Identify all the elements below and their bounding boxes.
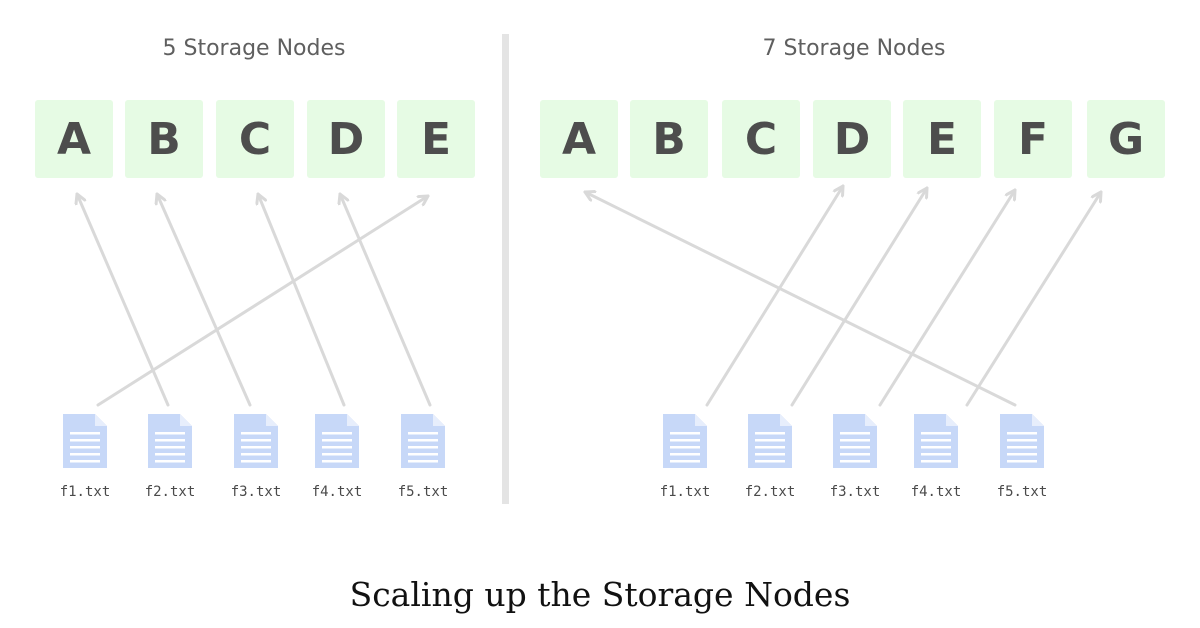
- left-panel-title: 5 Storage Nodes: [162, 36, 346, 61]
- left-arrow-f2-to-a: [77, 192, 170, 407]
- left-file-2: f2.txt: [140, 414, 200, 500]
- right-arrow-f1-to-d: [705, 184, 845, 407]
- document-icon: [148, 414, 192, 468]
- document-icon: [315, 414, 359, 468]
- document-icon: [663, 414, 707, 468]
- right-node-e: E: [903, 100, 981, 178]
- right-arrow-f2-to-e: [790, 186, 929, 407]
- file-label: f5.txt: [996, 484, 1048, 500]
- right-node-g: G: [1087, 100, 1165, 178]
- left-panel-arrows: [77, 192, 432, 407]
- right-file-1: f1.txt: [655, 414, 715, 500]
- file-label: f3.txt: [829, 484, 881, 500]
- right-node-b: B: [630, 100, 708, 178]
- left-file-5: f5.txt: [393, 414, 453, 500]
- right-file-4: f4.txt: [906, 414, 966, 500]
- document-icon: [234, 414, 278, 468]
- document-icon: [1000, 414, 1044, 468]
- right-file-3: f3.txt: [825, 414, 885, 500]
- file-label: f5.txt: [397, 484, 449, 500]
- left-file-3: f3.txt: [226, 414, 286, 500]
- document-icon: [833, 414, 877, 468]
- right-file-2: f2.txt: [740, 414, 800, 500]
- left-arrow-f1-to-e: [96, 194, 430, 407]
- file-label: f3.txt: [230, 484, 282, 500]
- file-label: f4.txt: [311, 484, 363, 500]
- right-panel-arrows: [583, 184, 1103, 407]
- right-arrow-f5-to-a: [583, 192, 1017, 407]
- left-node-a: A: [35, 100, 113, 178]
- right-panel-title: 7 Storage Nodes: [762, 36, 946, 61]
- left-arrow-f3-to-b: [157, 192, 252, 407]
- panel-divider: [502, 34, 509, 504]
- document-icon: [63, 414, 107, 468]
- right-node-d: D: [813, 100, 891, 178]
- diagram-caption: Scaling up the Storage Nodes: [349, 575, 851, 614]
- file-label: f4.txt: [910, 484, 962, 500]
- right-node-f: F: [994, 100, 1072, 178]
- file-label: f2.txt: [744, 484, 796, 500]
- file-label: f1.txt: [659, 484, 711, 500]
- document-icon: [401, 414, 445, 468]
- left-arrow-f4-to-c: [258, 192, 346, 407]
- right-node-c: C: [722, 100, 800, 178]
- left-node-e: E: [397, 100, 475, 178]
- left-file-1: f1.txt: [55, 414, 115, 500]
- right-arrow-f4-to-g: [965, 190, 1103, 407]
- file-label: f2.txt: [144, 484, 196, 500]
- left-arrow-f5-to-d: [340, 192, 432, 407]
- left-node-d: D: [307, 100, 385, 178]
- left-file-4: f4.txt: [307, 414, 367, 500]
- left-node-b: B: [125, 100, 203, 178]
- file-label: f1.txt: [59, 484, 111, 500]
- left-node-c: C: [216, 100, 294, 178]
- right-node-a: A: [540, 100, 618, 178]
- document-icon: [914, 414, 958, 468]
- right-file-5: f5.txt: [992, 414, 1052, 500]
- right-arrow-f3-to-f: [878, 188, 1017, 407]
- document-icon: [748, 414, 792, 468]
